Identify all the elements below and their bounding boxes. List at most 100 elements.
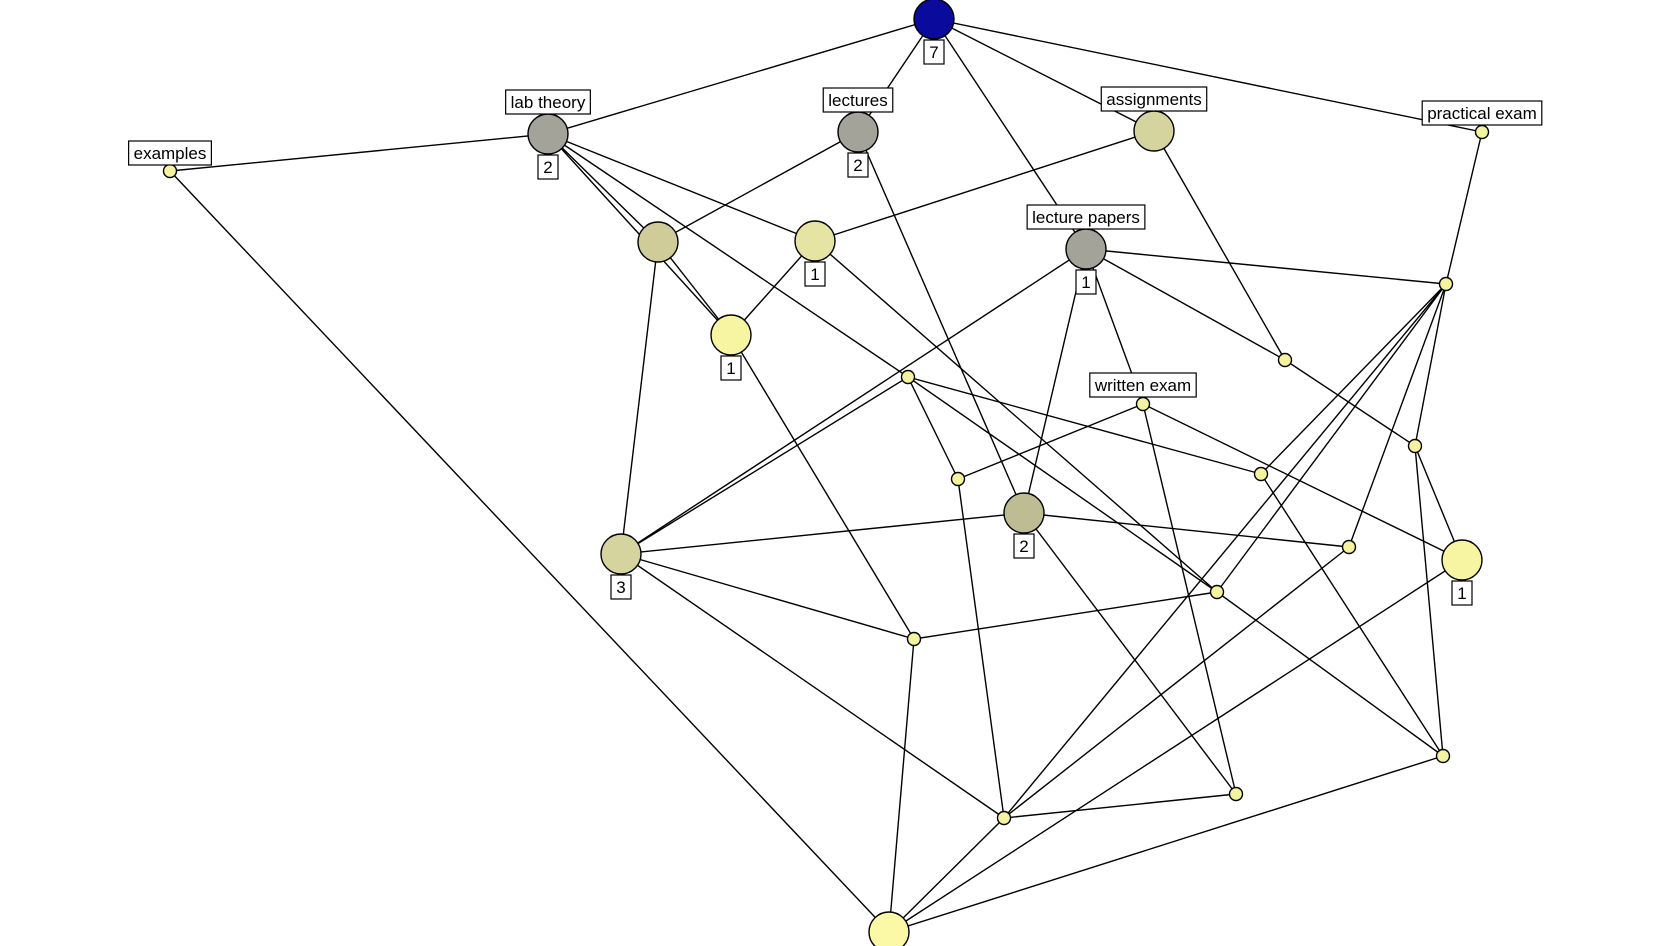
- node-n-k[interactable]: [1341, 539, 1357, 555]
- node-n-f[interactable]: [1277, 352, 1293, 368]
- count-text: 2: [543, 158, 552, 177]
- label-lectures[interactable]: lectures: [822, 87, 894, 113]
- node-n-p[interactable]: [996, 810, 1012, 826]
- label-box: [128, 140, 212, 166]
- node-circle: [794, 220, 836, 262]
- label-lecture-papers[interactable]: lecture papers: [1026, 204, 1146, 230]
- edge-lab_theory-n_b: [547, 133, 816, 242]
- edge-layer: [169, 18, 1483, 933]
- node-top[interactable]: 7: [913, 0, 955, 65]
- node-circle: [1277, 352, 1293, 368]
- node-circle: [600, 533, 642, 575]
- node-n-e[interactable]: [1438, 276, 1454, 292]
- edge-n_g-n_r: [1414, 445, 1444, 757]
- label-text: written exam: [1094, 376, 1191, 395]
- edge-n_a-n_j: [620, 241, 659, 555]
- edge-n_i-n_q: [1023, 512, 1237, 795]
- label-assignments[interactable]: assignments: [1100, 86, 1208, 112]
- edge-top-assignments: [933, 18, 1155, 132]
- node-circle: [637, 221, 679, 263]
- node-circle: [906, 631, 922, 647]
- node-n-j[interactable]: 3: [600, 533, 642, 600]
- edge-written_exam-n_l: [1142, 403, 1463, 561]
- edge-n_d-n_j: [620, 376, 909, 555]
- edge-n_e-n_m: [1260, 283, 1447, 475]
- edge-examples-lab_theory: [169, 133, 549, 172]
- node-n-q[interactable]: [1228, 786, 1244, 802]
- node-n-b[interactable]: 1: [794, 220, 836, 287]
- node-circle: [913, 0, 955, 40]
- count-box: [720, 355, 742, 381]
- node-n-o[interactable]: [906, 631, 922, 647]
- node-n-m[interactable]: [1253, 466, 1269, 482]
- edge-n_e-n_p: [1003, 283, 1447, 819]
- edge-top-practical_exam: [933, 18, 1483, 133]
- edge-written_exam-n_h: [957, 403, 1144, 480]
- node-circle: [837, 111, 879, 153]
- node-n-a[interactable]: [637, 221, 679, 263]
- node-circle: [1341, 539, 1357, 555]
- edge-n_i-n_k: [1023, 512, 1350, 548]
- node-n-h[interactable]: [950, 471, 966, 487]
- node-bottom[interactable]: [868, 911, 910, 946]
- label-text: lab theory: [511, 93, 586, 112]
- node-circle: [1435, 748, 1451, 764]
- node-n-d[interactable]: [900, 369, 916, 385]
- count-text: 1: [1081, 273, 1090, 292]
- count-box: [1013, 533, 1035, 559]
- label-box: [1100, 86, 1208, 112]
- edge-top-lectures: [857, 18, 935, 133]
- count-box: [537, 154, 559, 180]
- node-circle: [1441, 539, 1483, 581]
- label-box: [1089, 372, 1197, 398]
- edge-n_e-n_k: [1348, 283, 1447, 548]
- node-n-c[interactable]: 1: [710, 314, 752, 381]
- edge-assignments-n_f: [1153, 130, 1286, 361]
- edge-n_i-n_j: [620, 512, 1025, 555]
- node-circle: [710, 314, 752, 356]
- label-written-exam[interactable]: written exam: [1089, 372, 1197, 398]
- node-lecture-papers[interactable]: 1: [1065, 228, 1107, 295]
- node-n-l[interactable]: 1: [1441, 539, 1483, 606]
- node-examples[interactable]: [162, 163, 178, 179]
- edge-lab_theory-n_a: [547, 133, 659, 243]
- label-box: [505, 89, 591, 115]
- node-circle: [162, 163, 178, 179]
- label-lab-theory[interactable]: lab theory: [505, 89, 591, 115]
- edge-n_o-bottom: [888, 638, 915, 933]
- node-lectures[interactable]: 2: [837, 111, 879, 178]
- edge-n_d-n_h: [907, 376, 959, 480]
- node-circle: [1228, 786, 1244, 802]
- node-n-g[interactable]: [1407, 438, 1423, 454]
- count-box: [847, 152, 869, 178]
- count-box: [1451, 580, 1473, 606]
- node-assignments[interactable]: [1133, 110, 1175, 152]
- node-circle: [996, 810, 1012, 826]
- node-written-exam[interactable]: [1135, 396, 1151, 412]
- label-box: [1421, 100, 1543, 126]
- count-text: 2: [1019, 537, 1028, 556]
- count-text: 2: [853, 156, 862, 175]
- node-circle: [1407, 438, 1423, 454]
- node-practical-exam[interactable]: [1474, 124, 1490, 140]
- label-box: [822, 87, 894, 113]
- count-box: [610, 574, 632, 600]
- edge-n_d-n_m: [907, 376, 1262, 475]
- node-circle: [900, 369, 916, 385]
- node-n-n[interactable]: [1209, 584, 1225, 600]
- count-box: [923, 39, 945, 65]
- node-circle: [1253, 466, 1269, 482]
- node-circle: [868, 911, 910, 946]
- edge-n_l-bottom: [888, 559, 1463, 933]
- edge-lecture_papers-n_j: [620, 248, 1087, 555]
- edge-n_k-n_p: [1003, 546, 1350, 819]
- label-examples[interactable]: examples: [128, 140, 212, 166]
- edge-n_b-n_n: [814, 240, 1218, 593]
- node-lab-theory[interactable]: 2: [527, 113, 569, 180]
- node-circle: [1135, 396, 1151, 412]
- node-n-i[interactable]: 2: [1003, 492, 1045, 559]
- label-practical-exam[interactable]: practical exam: [1421, 100, 1543, 126]
- node-circle: [527, 113, 569, 155]
- edge-written_exam-n_q: [1142, 403, 1237, 795]
- node-n-r[interactable]: [1435, 748, 1451, 764]
